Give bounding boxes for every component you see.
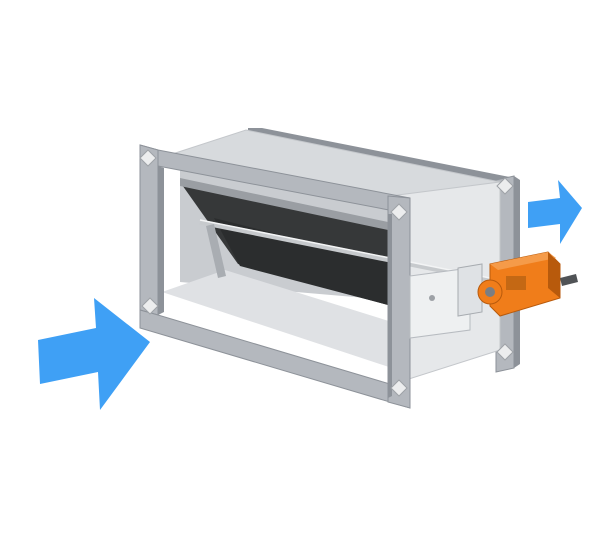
front-frame-right-post-edge — [388, 214, 392, 398]
mount-hole — [429, 295, 435, 301]
corner-bracket — [141, 297, 159, 315]
damper-blade-assembly — [180, 178, 501, 305]
mounting-plate — [409, 267, 471, 339]
actuator-side — [548, 252, 560, 298]
actuator-mount — [409, 263, 483, 339]
linkage-arm — [206, 224, 226, 278]
damper-actuator — [477, 251, 578, 317]
shaft-bracket — [457, 263, 483, 317]
front-frame-left-edge — [158, 166, 164, 315]
actuator-clamp-core — [485, 287, 495, 297]
corner-bracket — [496, 343, 514, 361]
duct-inner-bottom — [162, 270, 392, 368]
actuator-label-panel — [506, 276, 526, 290]
actuator-cable — [560, 274, 578, 286]
front-frame-left-post — [139, 144, 159, 316]
blade-top-rail — [180, 178, 388, 230]
corner-bracket — [390, 203, 408, 221]
corner-bracket — [139, 149, 157, 167]
corner-bracket — [496, 177, 514, 195]
damper-shaft-highlight — [199, 219, 501, 281]
corner-bracket — [390, 379, 408, 397]
inlet-airflow-arrow — [38, 298, 150, 410]
outlet-airflow-arrow — [528, 180, 582, 244]
actuator-top — [490, 252, 556, 270]
front-flange — [139, 144, 411, 409]
corner-brackets — [139, 149, 514, 397]
damper-blade-lower — [214, 218, 388, 305]
